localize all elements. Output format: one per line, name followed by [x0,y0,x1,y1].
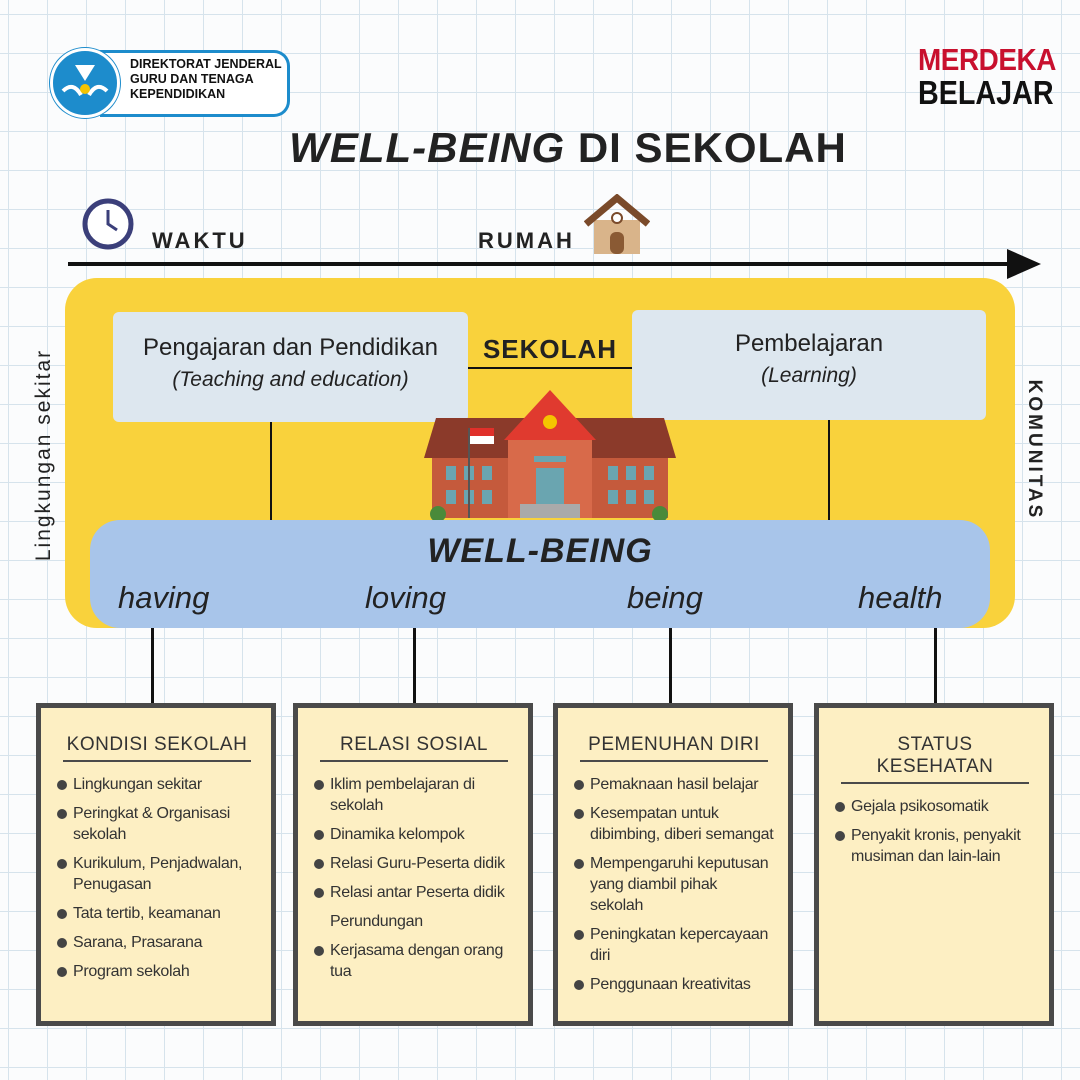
connector-line [934,628,937,703]
teaching-title: Pengajaran dan Pendidikan [143,334,438,361]
arrow-head-icon [1007,249,1041,279]
card-title: PEMENUHAN DIRI [580,734,768,762]
card-self-fulfillment: PEMENUHAN DIRI Pemaknaan hasil belajar K… [553,703,793,1026]
dimension-being: being [627,580,703,615]
list-item: Dinamika kelompok [314,824,514,845]
dimension-health: health [858,580,943,615]
list-item: Mempengaruhi keputusan yang diambil piha… [574,853,774,916]
card-school-condition: KONDISI SEKOLAH Lingkungan sekitar Perin… [36,703,276,1026]
list-item: Program sekolah [57,961,257,982]
clock-icon [82,198,134,255]
list-item: Peringkat & Organisasi sekolah [57,803,257,845]
list-item: Peningkatan kepercayaan diri [574,924,774,966]
learning-box: Pembelajaran (Learning) [632,310,986,420]
card-title: KONDISI SEKOLAH [63,734,251,762]
list-item: Relasi Guru-Peserta didik [314,853,514,874]
brand-belajar: BELAJAR [918,74,1054,111]
list-item: Tata tertib, keamanan [57,903,257,924]
list-item: Penyakit kronis, penyakit musiman dan la… [835,825,1035,867]
org-name-box: DIREKTORAT JENDERAL GURU DAN TENAGA KEPE… [100,50,290,117]
home-label: RUMAH [478,228,575,253]
teaching-box: Pengajaran dan Pendidikan (Teaching and … [113,312,468,422]
list-item: Perundungan [330,913,423,930]
org-line: DIREKTORAT JENDERAL [130,57,282,71]
connector-line [669,628,672,703]
learning-title: Pembelajaran [734,330,884,357]
house-icon [583,193,651,261]
connector-line [151,628,154,703]
time-label: WAKTU [152,228,248,253]
connector-line [270,422,272,520]
page-title: WELL-BEING DI SEKOLAH [0,124,1080,172]
school-building-icon [424,388,676,527]
list-item: Kurikulum, Penjadwalan, Penugasan [57,853,257,895]
list-item: Iklim pembelajaran di sekolah [314,774,514,816]
surroundings-label: Lingkungan sekitar [32,348,55,562]
connector-line [413,628,416,703]
wellbeing-title: WELL-BEING [427,532,653,570]
connector-line [468,367,632,369]
card-health-status: STATUS KESEHATAN Gejala psikosomatik Pen… [814,703,1054,1026]
card-social-relations: RELASI SOSIAL Iklim pembelajaran di seko… [293,703,533,1026]
list-item: Kesempatan untuk dibimbing, diberi seman… [574,803,774,845]
list-item: Lingkungan sekitar [57,774,257,795]
school-label: SEKOLAH [482,334,618,364]
wellbeing-panel [90,520,990,628]
connector-line [828,420,830,520]
list-item: Gejala psikosomatik [835,796,1035,817]
dimension-having: having [118,580,210,615]
brand-merdeka: MERDEKA [918,42,1056,77]
list-item: Relasi antar Peserta didik [314,882,514,903]
card-title: RELASI SOSIAL [320,734,508,762]
list-item: Pemaknaan hasil belajar [574,774,774,795]
title-wellbeing: WELL-BEING [289,124,566,171]
card-title: STATUS KESEHATAN [841,734,1029,784]
title-sekolah: DI SEKOLAH [577,124,847,171]
list-item: Penggunaan kreativitas [574,974,774,995]
org-line: GURU DAN TENAGA [130,72,254,86]
org-line: KEPENDIDIKAN [130,87,226,101]
learning-subtitle: (Learning) [761,364,857,387]
list-item: Sarana, Prasarana [57,932,257,953]
tut-wuri-logo-icon [50,48,120,118]
timeline-arrow-line [68,262,1013,266]
community-label: KOMUNITAS [1024,379,1045,521]
list-item: Kerjasama dengan orang tua [314,940,514,982]
dimension-loving: loving [365,580,446,615]
teaching-subtitle: (Teaching and education) [172,368,409,391]
